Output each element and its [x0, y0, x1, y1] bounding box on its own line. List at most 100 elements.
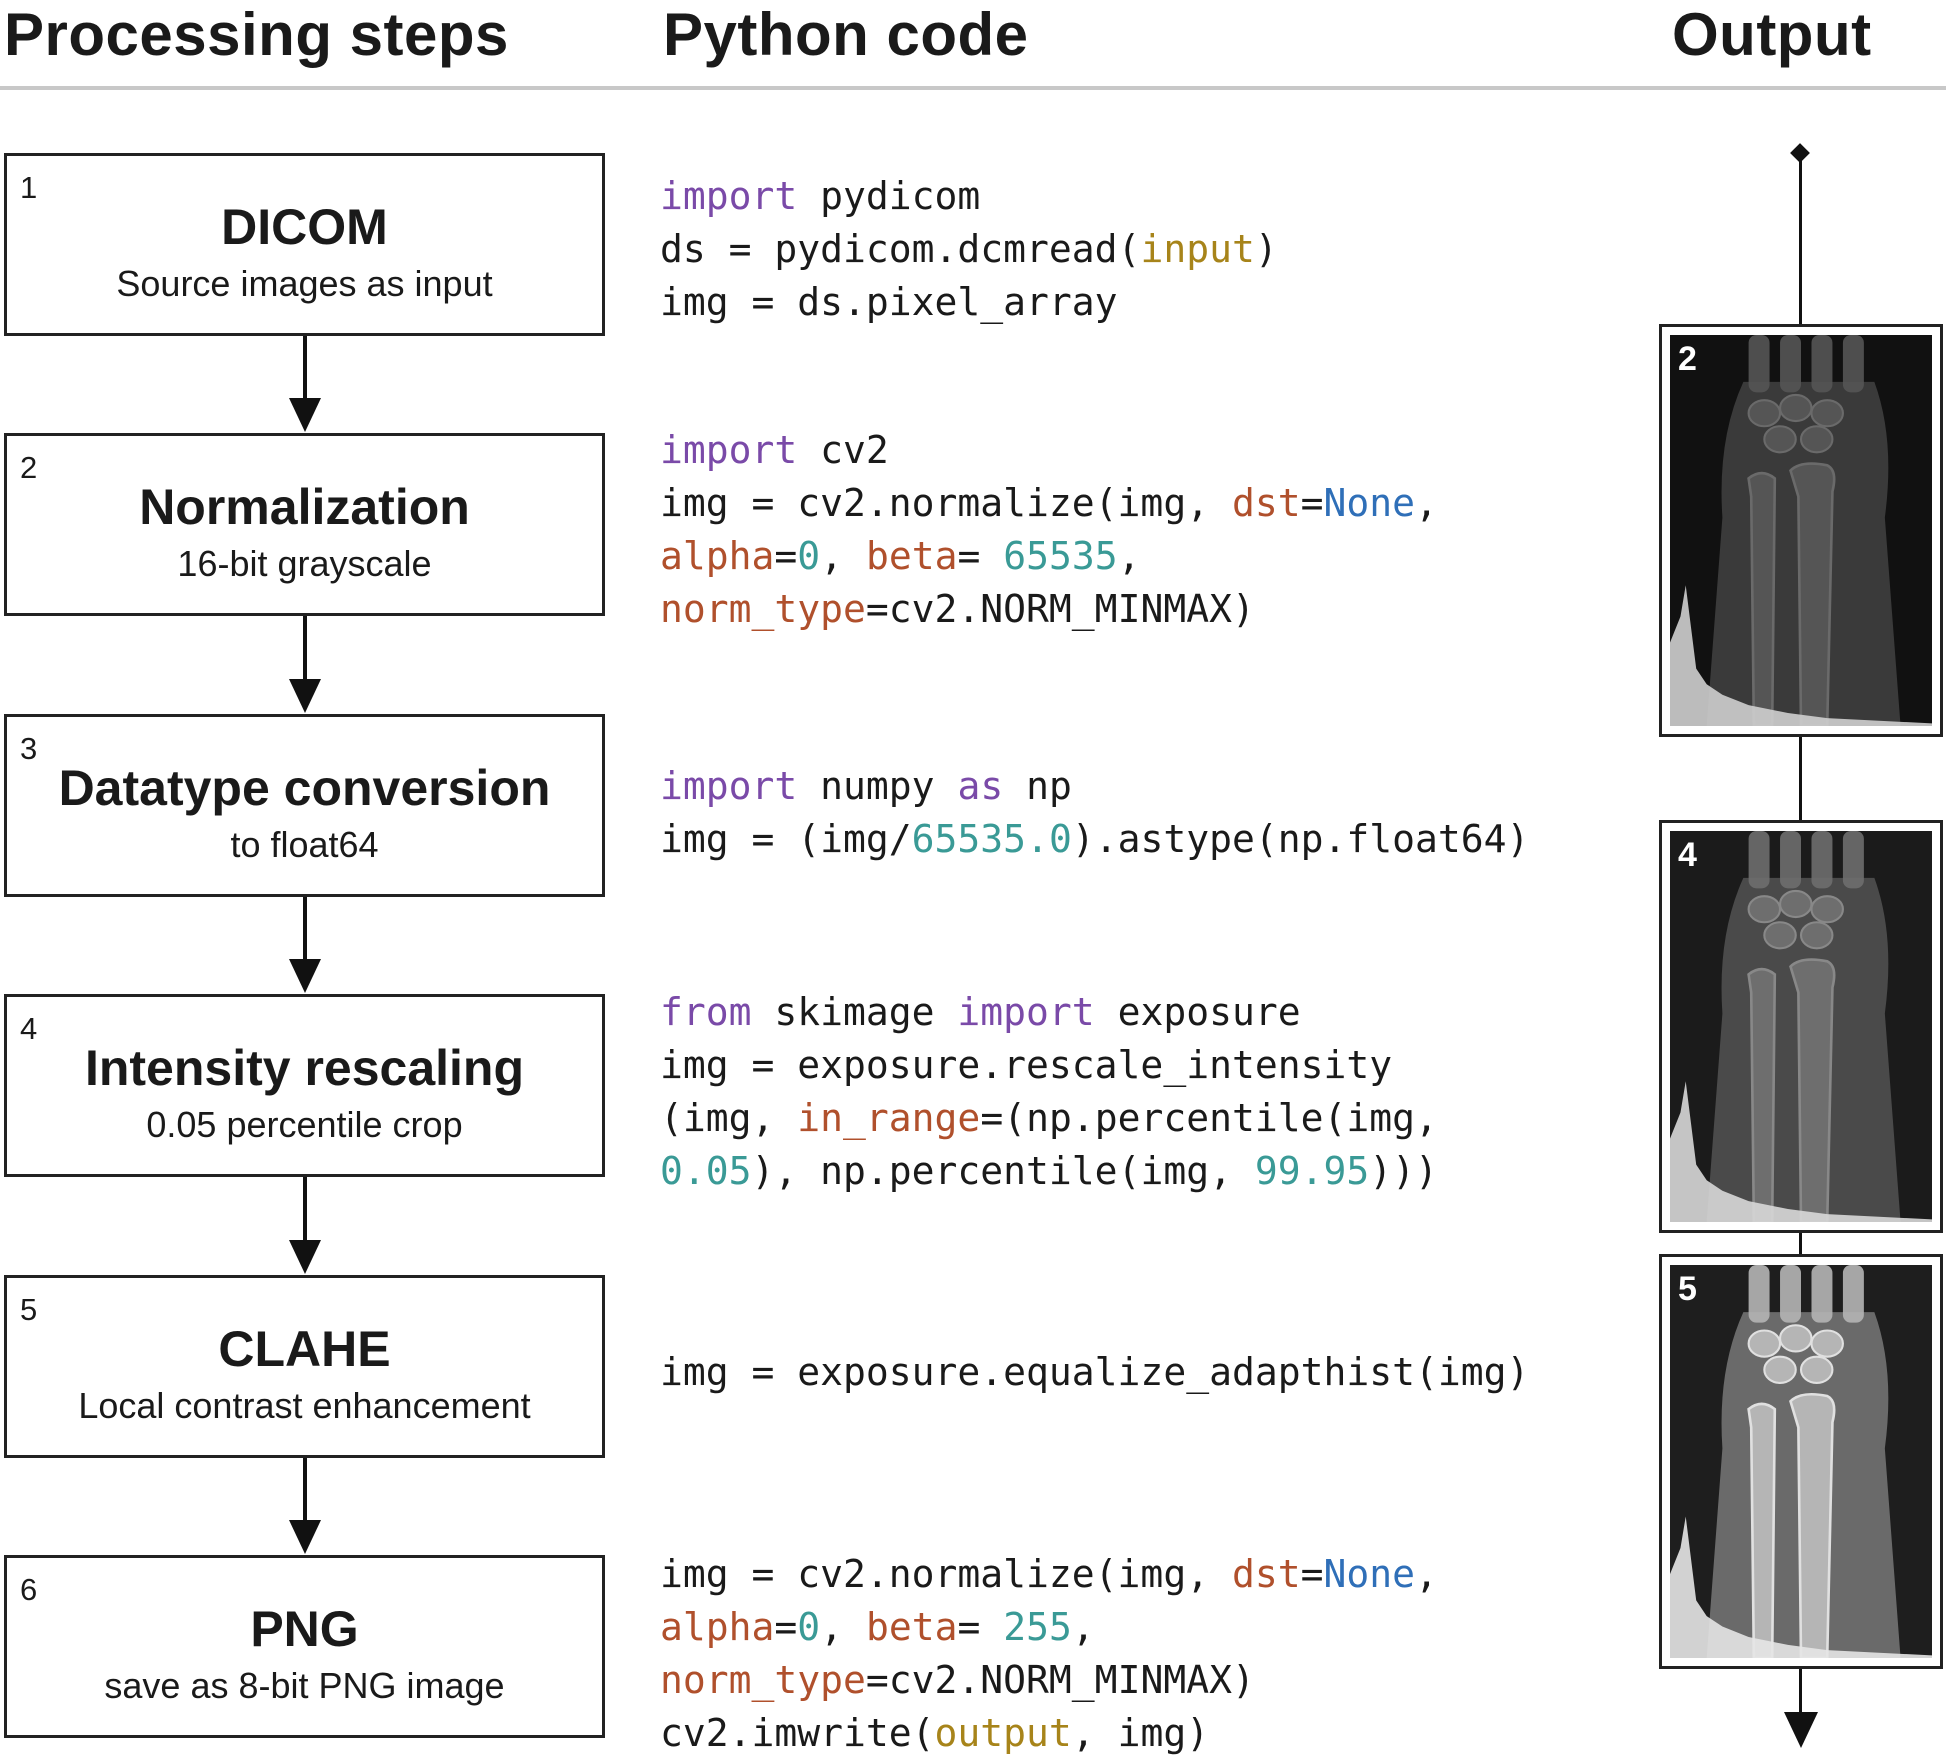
step-number: 4 — [20, 1011, 38, 1046]
xray-graphic — [1670, 1265, 1932, 1658]
code-token: beta — [865, 534, 958, 578]
step-number: 6 — [20, 1572, 38, 1607]
step-title: Normalization — [139, 479, 470, 535]
code-line: cv2.imwrite(output, img) — [660, 1707, 1438, 1760]
code-token: 255 — [1003, 1605, 1072, 1649]
code-token: output — [934, 1711, 1072, 1755]
code-token: = — [774, 534, 798, 578]
header-processing-steps: Processing steps — [4, 1, 509, 68]
code-token: dst — [1231, 481, 1301, 525]
code-token: (img, — [660, 1096, 798, 1140]
code-token: cv2.imwrite( — [660, 1711, 935, 1755]
xray-graphic — [1670, 831, 1932, 1222]
code-token: ) — [1254, 227, 1278, 271]
step-title: Datatype conversion — [58, 760, 551, 816]
code-token: alpha — [660, 534, 775, 578]
output-step-label: 4 — [1678, 836, 1697, 874]
step-title: PNG — [250, 1601, 359, 1657]
output-thumbnail: 2 — [1659, 324, 1943, 737]
code-token: skimage — [751, 990, 958, 1034]
code-token: 0.05 — [660, 1149, 752, 1193]
step-subtitle: save as 8-bit PNG image — [104, 1665, 505, 1706]
code-token: img = exposure.equalize_adapthist(img) — [660, 1350, 1530, 1394]
code-line: 0.05), np.percentile(img, 99.95))) — [660, 1145, 1438, 1198]
code-token: img = ds.pixel_array — [660, 280, 1118, 324]
code-token: input — [1140, 227, 1255, 271]
code-token: 99.95 — [1254, 1149, 1370, 1193]
flow-arrow-line — [303, 616, 307, 679]
code-line: norm_type=cv2.NORM_MINMAX) — [660, 583, 1438, 636]
code-line: img = cv2.normalize(img, dst=None, — [660, 477, 1438, 530]
code-line: (img, in_range=(np.percentile(img, — [660, 1092, 1438, 1145]
flow-arrow-line — [303, 336, 307, 398]
code-line: img = exposure.rescale_intensity — [660, 1039, 1438, 1092]
code-token: ), np.percentile(img, — [751, 1149, 1255, 1193]
output-start-diamond-icon — [1790, 143, 1810, 163]
code-line: img = exposure.equalize_adapthist(img) — [660, 1346, 1529, 1399]
code-token: = — [1300, 481, 1324, 525]
code-token: import — [957, 990, 1095, 1034]
step-box-png: 6 PNG save as 8-bit PNG image — [4, 1555, 605, 1738]
code-line: img = (img/65535.0).astype(np.float64) — [660, 813, 1529, 866]
code-token: pydicom — [797, 174, 981, 218]
code-token: ))) — [1369, 1149, 1438, 1193]
code-token: img = exposure.rescale_intensity — [660, 1043, 1393, 1087]
step-box-clahe: 5 CLAHE Local contrast enhancement — [4, 1275, 605, 1458]
code-token: =cv2.NORM_MINMAX) — [865, 587, 1255, 631]
code-line: alpha=0, beta= 255, — [660, 1601, 1438, 1654]
flow-arrowhead-icon — [289, 1240, 321, 1274]
code-token: , — [820, 1605, 866, 1649]
code-token: beta — [865, 1605, 958, 1649]
step-subtitle: 0.05 percentile crop — [146, 1104, 463, 1145]
code-token: = — [774, 1605, 798, 1649]
code-line: import numpy as np — [660, 760, 1529, 813]
step-title: DICOM — [221, 199, 388, 255]
code-token: = — [1300, 1552, 1324, 1596]
step-title: CLAHE — [218, 1321, 391, 1377]
wrist-xray-image: 2 — [1670, 335, 1932, 726]
code-token: 0 — [797, 534, 821, 578]
header-python-code: Python code — [663, 1, 1029, 68]
code-block-clahe: img = exposure.equalize_adapthist(img) — [660, 1346, 1529, 1399]
code-token: exposure — [1094, 990, 1301, 1034]
flow-arrow-line — [303, 1177, 307, 1240]
code-token: norm_type — [660, 1658, 866, 1702]
flow-arrowhead-icon — [289, 398, 321, 432]
step-number: 2 — [20, 450, 38, 485]
step-box-datatype-conversion: 3 Datatype conversion to float64 — [4, 714, 605, 897]
flow-arrowhead-icon — [289, 679, 321, 713]
code-line: norm_type=cv2.NORM_MINMAX) — [660, 1654, 1438, 1707]
step-box-intensity-rescaling: 4 Intensity rescaling 0.05 percentile cr… — [4, 994, 605, 1177]
step-box-dicom: 1 DICOM Source images as input — [4, 153, 605, 336]
xray-graphic — [1670, 335, 1932, 726]
step-number: 1 — [20, 170, 38, 205]
code-token: in_range — [797, 1096, 981, 1140]
code-token: =cv2.NORM_MINMAX) — [865, 1658, 1255, 1702]
header-divider — [0, 86, 1946, 90]
code-block-png: img = cv2.normalize(img, dst=None,alpha=… — [660, 1548, 1438, 1760]
code-token: 65535.0 — [911, 817, 1072, 861]
code-token: , — [1415, 1552, 1438, 1596]
code-token: =(np.percentile(img, — [980, 1096, 1438, 1140]
output-thumbnail: 5 — [1659, 1254, 1943, 1669]
code-token: = — [957, 1605, 1004, 1649]
output-arrowhead-icon — [1784, 1712, 1818, 1748]
code-token: None — [1323, 481, 1415, 525]
code-token: 65535 — [1003, 534, 1118, 578]
code-line: alpha=0, beta= 65535, — [660, 530, 1438, 583]
output-step-label: 5 — [1678, 1270, 1697, 1308]
code-line: import pydicom — [660, 170, 1278, 223]
wrist-xray-image: 4 — [1670, 831, 1932, 1222]
output-step-label: 2 — [1678, 340, 1697, 378]
code-token: alpha — [660, 1605, 775, 1649]
code-token: 0 — [797, 1605, 821, 1649]
code-token: img = (img/ — [660, 817, 912, 861]
code-token: None — [1323, 1552, 1415, 1596]
output-thumbnail: 4 — [1659, 820, 1943, 1233]
code-token: img = cv2.normalize(img, — [660, 481, 1232, 525]
code-token: ds = pydicom.dcmread( — [660, 227, 1141, 271]
flow-arrow-line — [303, 1458, 307, 1520]
